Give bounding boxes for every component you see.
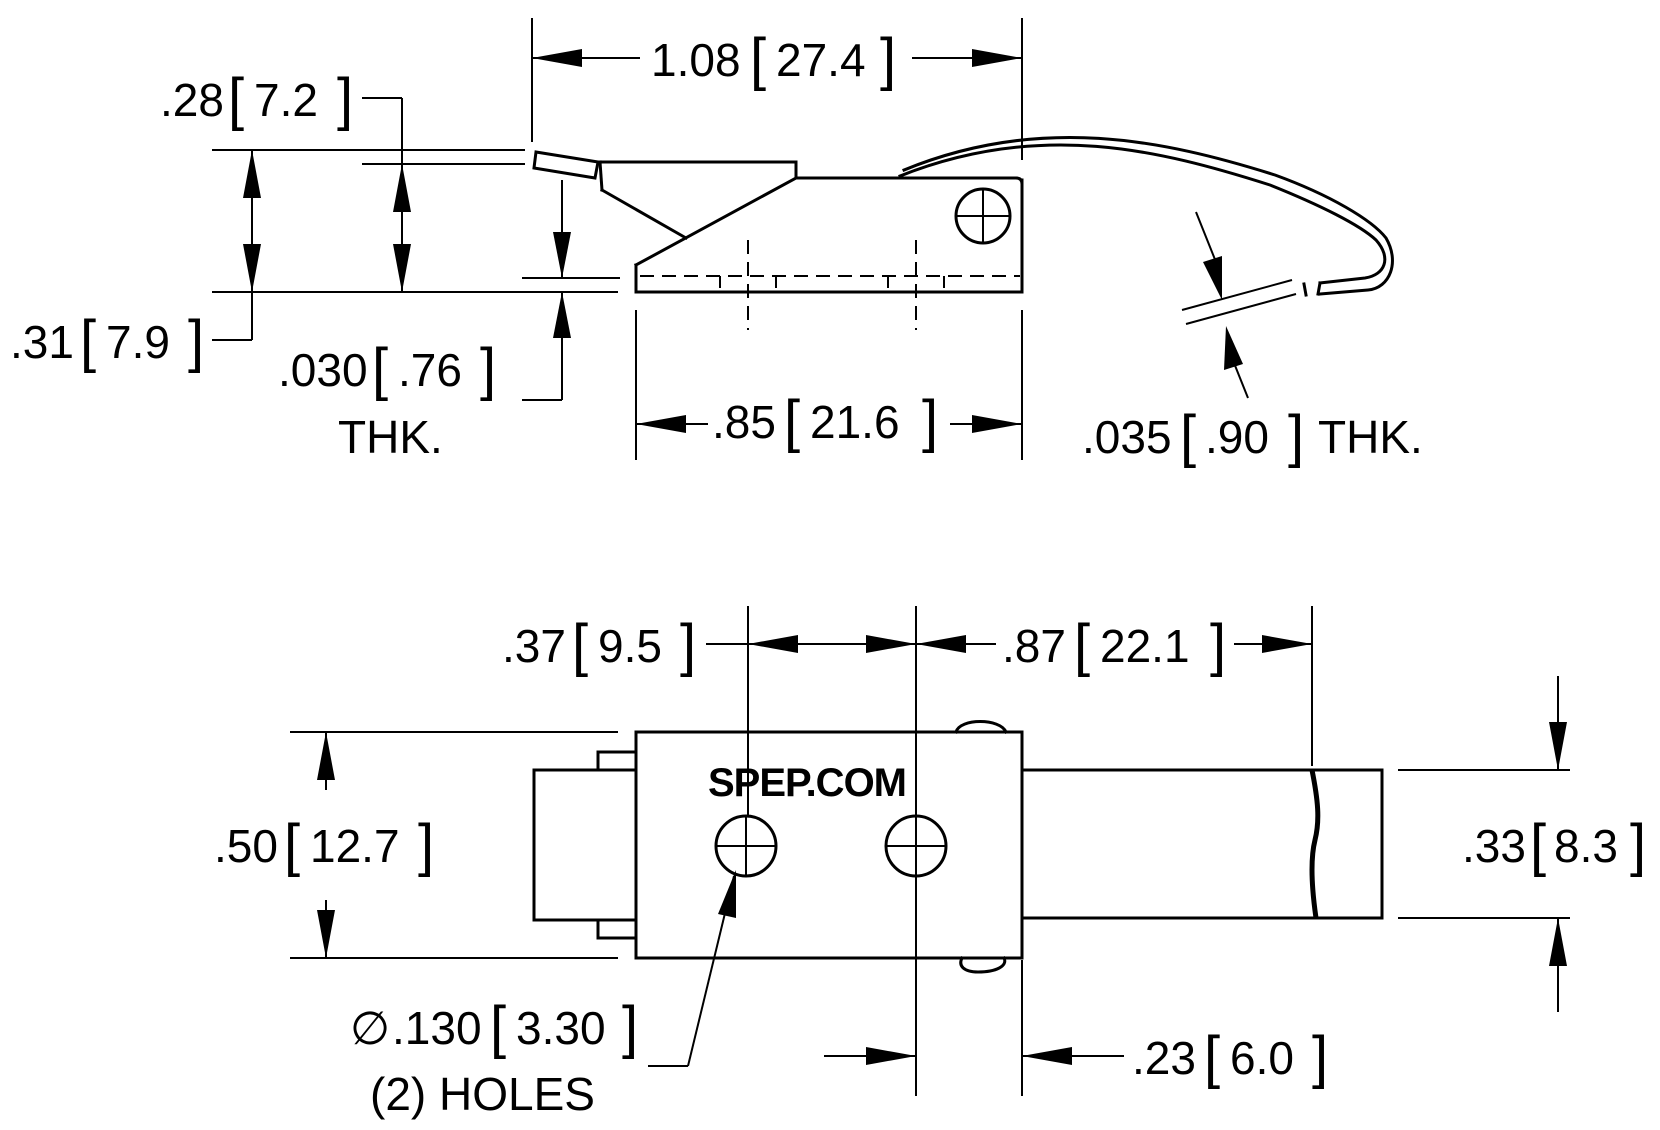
spring-thickness-inch: .035 [1082,411,1172,463]
spring-thickness-mm: .90 [1205,411,1269,463]
svg-text:]: ] [1210,613,1226,678]
svg-text:[: [ [80,309,96,374]
dim-height-b: .31 [ 7.9 ] [10,149,618,374]
body-width-mm: 12.7 [310,820,400,872]
dim-height-a: .28 [ 7.2 ] [160,67,525,292]
top-rivet-bump [954,720,1008,734]
overall-length-inch: 1.08 [651,34,741,86]
svg-text:]: ] [480,337,496,402]
dim-plate-thickness: .030 [ .76 ] THK. [278,180,620,463]
latch-body [532,150,1024,268]
svg-text:]: ] [1312,1025,1328,1090]
side-view: 1.08 [ 27.4 ] .28 [ 7.2 ] .31 [ [10,18,1423,469]
base-length-inch: .85 [712,396,776,448]
svg-text:]: ] [680,613,696,678]
base-length-mm: 21.6 [810,396,900,448]
svg-text:[: [ [1204,1025,1220,1090]
svg-text:]: ] [1288,404,1304,469]
left-bracket [532,750,638,940]
hole-spacing-inch: .37 [502,620,566,672]
svg-text:[: [ [750,27,766,92]
svg-text:[: [ [1530,813,1546,878]
bottom-rivet-bump [959,955,1007,974]
height-b-inch: .31 [10,316,74,368]
svg-text:[: [ [228,67,244,132]
hole-to-tip-inch: .87 [1002,620,1066,672]
height-a-mm: 7.2 [254,74,318,126]
spring-hook [898,135,1394,297]
svg-text:]: ] [418,813,434,878]
svg-text:[: [ [784,389,800,454]
dim-body-width: .50 [ 12.7 ] [214,731,618,959]
svg-text:[: [ [1180,404,1196,469]
dim-hole-to-edge: .23 [ 6.0 ] [824,1025,1328,1090]
dim-hole-to-tip: .87 [ 22.1 ] [916,613,1312,678]
dim-hole-spacing: .37 [ 9.5 ] [502,613,916,678]
svg-text:[: [ [284,813,300,878]
spring-strap [1020,768,1384,920]
svg-text:]: ] [337,67,353,132]
top-view: SPEP.COM .37 [ 9.5 ] [214,606,1646,1120]
plate-thickness-mm: .76 [398,344,462,396]
dim-overall-length: 1.08 [ 27.4 ] [531,18,1023,160]
plate-thickness-inch: .030 [278,344,368,396]
hole-count-note: (2) HOLES [370,1068,595,1120]
plate-thickness-suffix: THK. [338,411,443,463]
hole-diameter-mm: 3.30 [516,1002,606,1054]
hole-to-tip-mm: 22.1 [1100,620,1190,672]
svg-text:]: ] [622,995,638,1060]
hole-diameter-inch: .130 [392,1002,482,1054]
hole-diameter-symbol: ∅ [350,1002,390,1054]
hole-to-edge-mm: 6.0 [1230,1032,1294,1084]
overall-length-mm: 27.4 [776,34,866,86]
base-plate [634,178,1024,294]
svg-text:]: ] [922,389,938,454]
svg-text:[: [ [372,337,388,402]
svg-text:]: ] [1630,813,1646,878]
dim-base-length: .85 [ 21.6 ] [635,310,1023,460]
svg-text:]: ] [188,309,204,374]
spring-thickness-suffix: THK. [1318,411,1423,463]
side-rivet-icon [954,187,1012,245]
hole-spacing-mm: 9.5 [598,620,662,672]
dim-spring-thickness: .035 [ .90 ] THK. [1082,211,1423,469]
dim-strap-width: .33 [ 8.3 ] [1398,676,1646,1012]
svg-text:[: [ [490,995,506,1060]
strap-width-inch: .33 [1462,820,1526,872]
height-b-mm: 7.9 [106,316,170,368]
spep-logo-text: SPEP.COM [708,761,906,805]
mounting-hole-left-icon [714,814,778,878]
svg-text:]: ] [880,27,896,92]
body-width-inch: .50 [214,820,278,872]
svg-text:[: [ [1074,613,1090,678]
height-a-inch: .28 [160,74,224,126]
strap-width-mm: 8.3 [1554,820,1618,872]
dim-hole-diameter: ∅ .130 [ 3.30 ] (2) HOLES [350,870,736,1120]
svg-text:[: [ [572,613,588,678]
hole-to-edge-inch: .23 [1132,1032,1196,1084]
